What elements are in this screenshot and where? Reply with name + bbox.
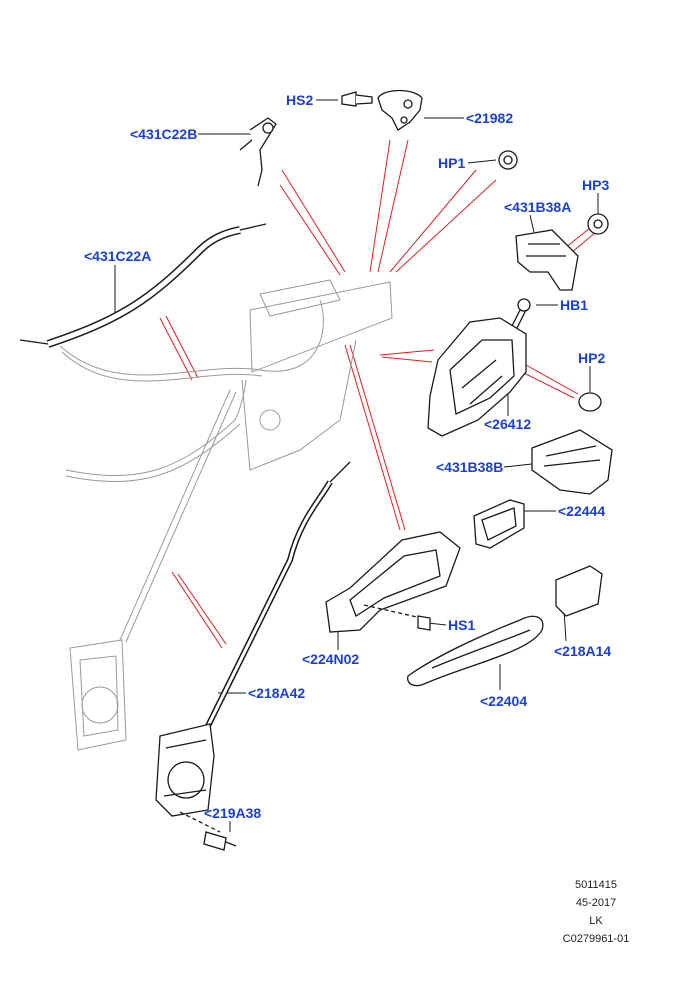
callout-22444: <22444 [558,503,606,519]
callout-hp1: HP1 [438,155,466,171]
callout-431b38b: <431B38B [436,459,504,475]
callout-218a42: <218A42 [248,685,306,701]
callout-26412: <26412 [484,416,532,432]
footer-line-4: C0279961-01 [562,933,630,945]
callout-224n02: <224N02 [302,651,360,667]
callout-hp2: HP2 [578,350,606,366]
footer-line-1: 5011415 [574,879,617,891]
callout-hp3: HP3 [582,177,610,193]
callout-431b38a: <431B38A [504,199,572,215]
assembly-leaders [159,139,597,649]
callout-leaders [114,99,599,832]
footer-line-3: LK [589,915,603,927]
callout-218a14: <218A14 [554,643,612,659]
callout-22404: <22404 [480,693,528,709]
parts [19,89,613,851]
callout-hb1: HB1 [560,297,589,313]
callout-431c22b: <431C22B [130,126,198,142]
callout-hs2: HS2 [286,92,314,108]
callout-hs1: HS1 [448,617,476,633]
ghost-outline [59,279,393,751]
callout-431c22a: <431C22A [84,248,152,264]
footer-line-2: 45-2017 [575,897,617,909]
callout-219a38: <219A38 [204,805,262,821]
callout-21982: <21982 [466,110,514,126]
